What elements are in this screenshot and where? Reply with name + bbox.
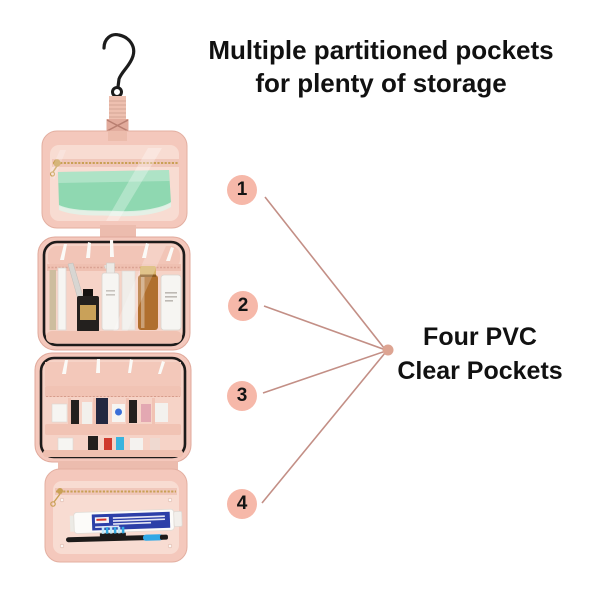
strap-ribbing (109, 100, 126, 118)
zipper-1 (49, 159, 179, 177)
callout-marker-4: 4 (227, 489, 257, 519)
pvc-corner-snaps (59, 497, 173, 549)
zipper-4 (50, 488, 177, 507)
pocket-4-bottom-flap (44, 468, 188, 563)
toothbrush (66, 526, 168, 543)
strap-anchor (108, 131, 127, 141)
pocket-2-main-compartment (37, 236, 191, 351)
white-lotion-bottle (160, 274, 182, 331)
shelf-band-1 (45, 386, 181, 397)
headline-line-2: for plenty of storage (255, 68, 507, 98)
green-towel (58, 170, 171, 217)
strap-buckle (106, 119, 129, 132)
callout-marker-2: 2 (228, 291, 258, 321)
elastic-loops-main (60, 240, 174, 261)
callout-line-3 (262, 351, 384, 394)
headline-line-1: Multiple partitioned pockets (208, 35, 554, 65)
callout-lines (261, 196, 394, 504)
white-slim-tube (57, 267, 67, 331)
perfume-bottle (77, 289, 99, 332)
makeup-items-row-2 (57, 436, 160, 454)
amber-bottle (138, 266, 158, 330)
elastic-loops-3 (62, 359, 165, 374)
callout-marker-1: 1 (227, 175, 257, 205)
feature-label: Four PVC Clear Pockets (388, 320, 572, 388)
hinge-band-2 (58, 461, 178, 471)
callout-line-1 (264, 196, 385, 349)
toothbrush-bristles (101, 526, 125, 534)
gold-slim-tube (49, 270, 56, 330)
toiletry-bag (34, 33, 192, 563)
shelf-band-2 (45, 424, 181, 435)
convergence-dot (382, 344, 394, 356)
callout-marker-3: 3 (227, 381, 257, 411)
headline: Multiple partitioned pockets for plenty … (191, 34, 571, 100)
feature-label-line-1: Four PVC (423, 323, 537, 351)
cosmetic-bottles (49, 262, 182, 332)
pocket-3-partitioned-compartment (34, 352, 192, 463)
hinge-tab-1 (100, 225, 136, 239)
callout-line-4 (261, 352, 386, 504)
pocket-1-top-flap (41, 130, 188, 229)
bottom-band-3 (43, 450, 183, 457)
callout-line-2 (263, 305, 384, 350)
makeup-items-row-1 (51, 398, 168, 425)
bottom-band-2 (46, 331, 182, 343)
pvc-sheen-2 (108, 246, 166, 343)
pump-bottle (101, 262, 120, 331)
hanging-hook-icon (102, 33, 136, 98)
white-slim-bottle (121, 270, 136, 331)
pvc-sheen-1 (50, 148, 162, 221)
hanging-strap (106, 96, 129, 138)
toothpaste-tube (69, 508, 183, 534)
zipper-trim-2 (42, 240, 186, 347)
feature-label-line-2: Clear Pockets (397, 357, 563, 385)
